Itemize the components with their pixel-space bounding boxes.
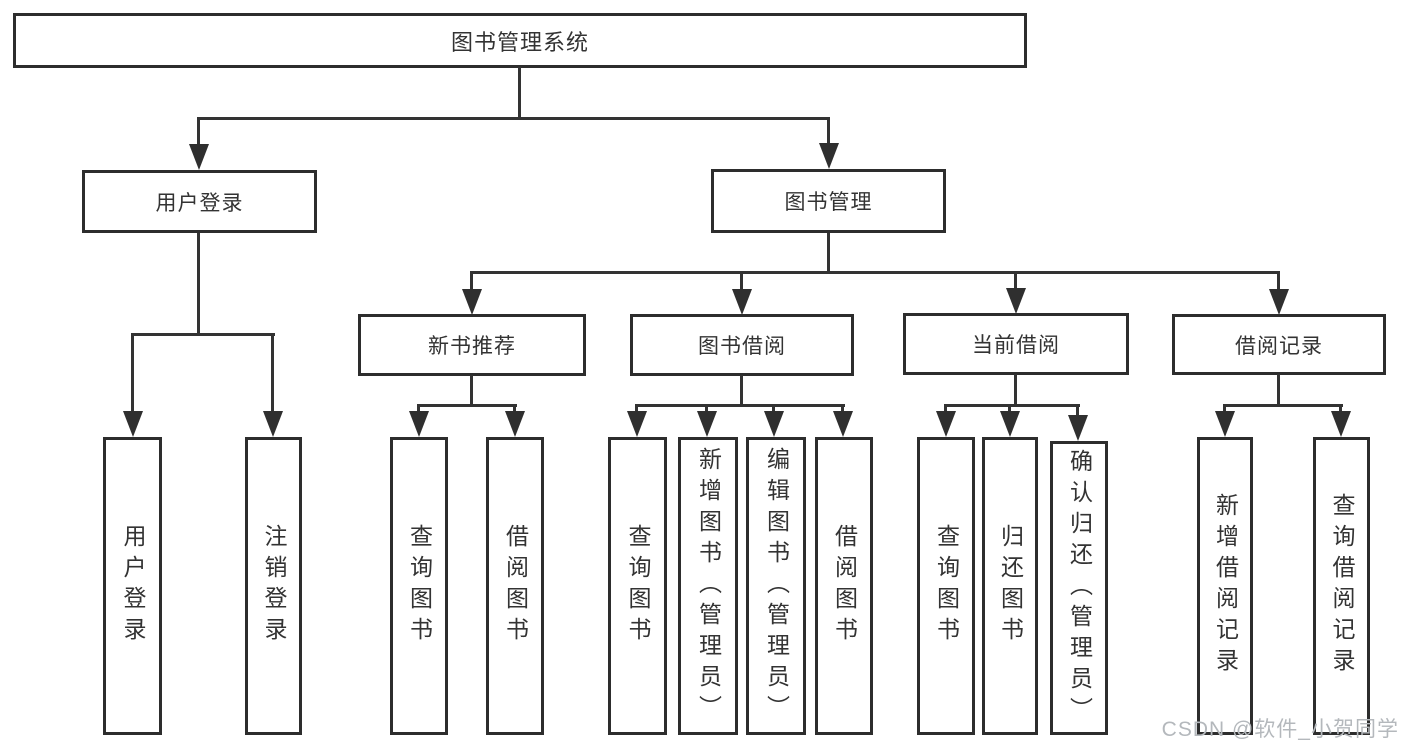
arrowhead-icon: [697, 411, 717, 437]
leaf-label: 借阅图书: [502, 524, 529, 648]
leaf-br-query-record: 查询借阅记录: [1313, 437, 1370, 735]
arrowhead-icon: [123, 411, 143, 437]
connector: [635, 404, 845, 407]
leaf-nbr-borrow-book: 借阅图书: [486, 437, 544, 735]
connector: [131, 333, 134, 415]
node-user-login: 用户登录: [82, 170, 317, 233]
leaf-label: 查询图书: [933, 524, 960, 648]
arrowhead-icon: [1269, 289, 1289, 315]
connector: [197, 117, 830, 120]
connector: [740, 271, 743, 293]
connector: [841, 404, 844, 416]
node-book-management: 图书管理: [711, 169, 946, 233]
connector: [944, 404, 1080, 407]
connector: [417, 404, 420, 416]
connector: [470, 375, 473, 407]
connector: [1014, 374, 1017, 407]
arrowhead-icon: [819, 143, 839, 169]
leaf-bb-borrow-book: 借阅图书: [815, 437, 873, 735]
arrowhead-icon: [833, 411, 853, 437]
leaf-label: 查询借阅记录: [1329, 493, 1355, 679]
connector: [1014, 271, 1017, 293]
leaf-label: 归还图书: [997, 524, 1024, 648]
leaf-cb-query-book: 查询图书: [917, 437, 975, 735]
connector: [1008, 404, 1011, 416]
leaf-label: 编辑图书（管理员）: [763, 446, 790, 726]
arrowhead-icon: [936, 411, 956, 437]
connector: [131, 333, 275, 336]
node-library-management-system: 图书管理系统: [13, 13, 1027, 68]
arrowhead-icon: [505, 411, 525, 437]
connector: [827, 233, 830, 274]
connector: [197, 117, 200, 147]
connector: [513, 404, 516, 416]
arrowhead-icon: [1000, 411, 1020, 437]
leaf-label: 确认归还（管理员）: [1066, 448, 1093, 728]
connector: [417, 404, 517, 407]
leaf-label: 借阅图书: [831, 524, 858, 648]
connector: [1076, 404, 1079, 418]
leaf-label: 新增图书（管理员）: [695, 446, 722, 726]
connector: [518, 67, 521, 119]
connector: [772, 404, 775, 416]
arrowhead-icon: [409, 411, 429, 437]
leaf-user-login: 用户登录: [103, 437, 162, 735]
arrowhead-icon: [764, 411, 784, 437]
arrowhead-icon: [627, 411, 647, 437]
arrowhead-icon: [462, 289, 482, 315]
arrowhead-icon: [1331, 411, 1351, 437]
leaf-nbr-query-book: 查询图书: [390, 437, 448, 735]
node-new-book-recommend: 新书推荐: [358, 314, 586, 376]
connector: [827, 117, 830, 146]
arrowhead-icon: [189, 144, 209, 170]
connector: [635, 404, 638, 416]
connector: [470, 271, 473, 293]
connector: [1277, 374, 1280, 407]
csdn-watermark: CSDN @软件_小贺同学: [1161, 718, 1399, 741]
connector: [1223, 404, 1226, 416]
connector: [944, 404, 947, 416]
leaf-label: 查询图书: [625, 524, 651, 648]
connector: [1339, 404, 1342, 416]
leaf-bb-add-book-admin: 新增图书（管理员）: [678, 437, 738, 735]
connector: [705, 404, 708, 416]
arrowhead-icon: [1215, 411, 1235, 437]
leaf-bb-edit-book-admin: 编辑图书（管理员）: [746, 437, 806, 735]
connector: [271, 333, 274, 415]
connector: [740, 375, 743, 407]
arrowhead-icon: [732, 289, 752, 315]
connector: [470, 271, 1280, 274]
leaf-label: 注销登录: [261, 524, 287, 648]
connector: [197, 233, 200, 336]
arrowhead-icon: [1006, 288, 1026, 314]
node-book-borrow: 图书借阅: [630, 314, 854, 376]
node-current-borrow: 当前借阅: [903, 313, 1129, 375]
connector: [1277, 271, 1280, 293]
leaf-bb-query-book: 查询图书: [608, 437, 667, 735]
leaf-cb-return-book: 归还图书: [982, 437, 1038, 735]
leaf-label: 用户登录: [120, 524, 146, 648]
arrowhead-icon: [1068, 415, 1088, 441]
connector: [1223, 404, 1343, 407]
leaf-label: 新增借阅记录: [1212, 493, 1239, 679]
arrowhead-icon: [263, 411, 283, 437]
leaf-label: 查询图书: [406, 524, 433, 648]
leaf-br-add-record: 新增借阅记录: [1197, 437, 1253, 735]
leaf-logout: 注销登录: [245, 437, 302, 735]
node-borrow-record: 借阅记录: [1172, 314, 1386, 375]
leaf-cb-confirm-return-admin: 确认归还（管理员）: [1050, 441, 1108, 735]
